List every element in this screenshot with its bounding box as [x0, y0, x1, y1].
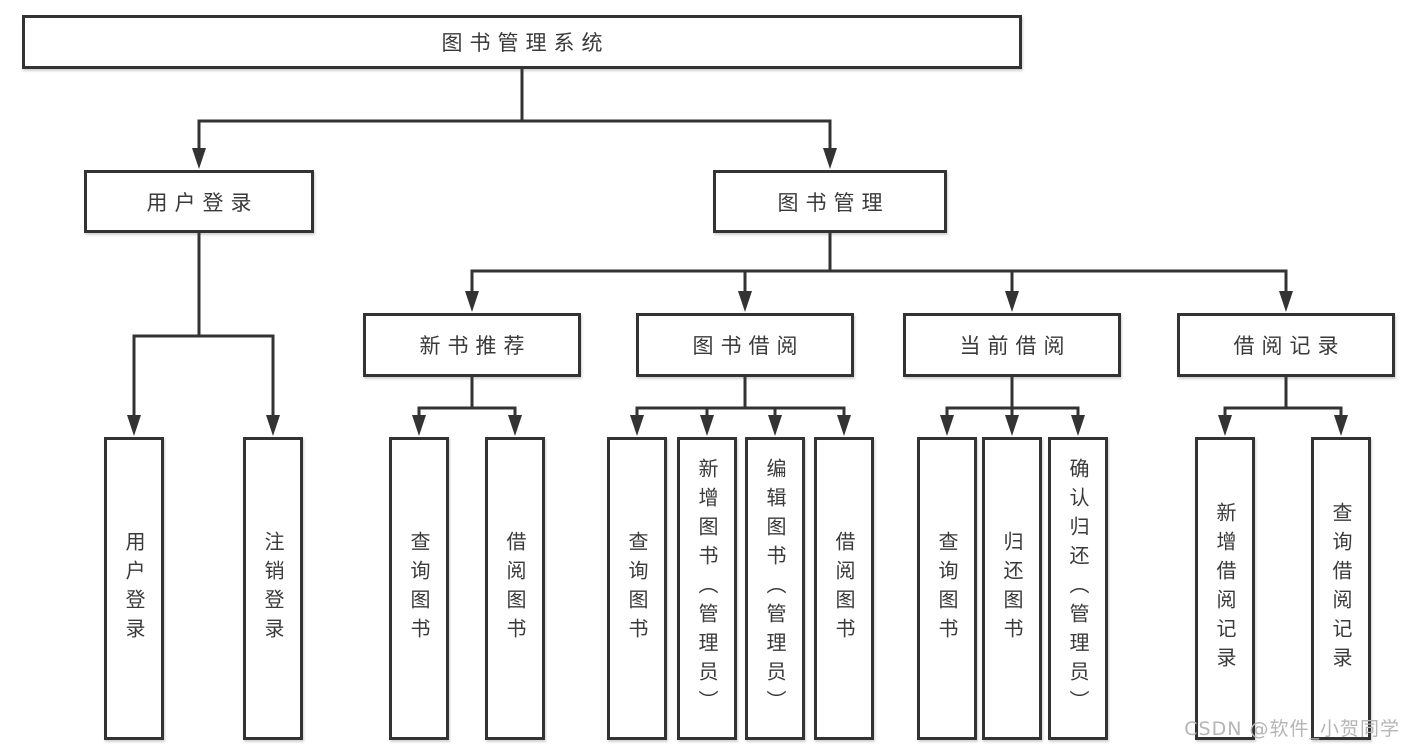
connector-current-borrowing-branch [940, 377, 1085, 436]
leaf-user-login-label: 用户登录 [122, 530, 146, 647]
node-borrowing-records: 借阅记录 [1177, 313, 1395, 377]
leaf-borrow-books-borrow: 借阅图书 [814, 437, 874, 740]
node-book-management-label: 图书管理 [777, 190, 890, 215]
leaf-confirm-return-admin-label: 确认归还（管理员） [1066, 458, 1090, 719]
node-book-borrowing-label: 图书借阅 [692, 334, 805, 358]
node-user-login-label: 用户登录 [146, 190, 259, 215]
leaf-borrow-books-recommend-label: 借阅图书 [503, 530, 527, 647]
node-new-book-recommend: 新书推荐 [363, 313, 581, 377]
node-current-borrowing-label: 当前借阅 [959, 334, 1072, 358]
leaf-edit-books-admin: 编辑图书（管理员） [745, 437, 805, 740]
csdn-watermark: CSDN @软件_小贺同学 [1184, 718, 1400, 740]
connector-root-to-level2 [192, 69, 837, 169]
leaf-query-books-current-label: 查询图书 [935, 530, 959, 647]
leaf-query-books-recommend-label: 查询图书 [407, 530, 431, 647]
node-book-borrowing: 图书借阅 [636, 313, 854, 377]
leaf-add-books-admin-label: 新增图书（管理员） [695, 458, 719, 719]
node-user-login: 用户登录 [84, 170, 314, 233]
node-current-borrowing: 当前借阅 [903, 313, 1121, 377]
leaf-query-books-current: 查询图书 [917, 437, 977, 740]
connector-book-management-branch [465, 233, 1293, 312]
node-root-system: 图书管理系统 [22, 15, 1022, 69]
leaf-query-borrow-record: 查询借阅记录 [1311, 437, 1371, 740]
node-root-system-label: 图书管理系统 [441, 31, 610, 55]
leaf-query-books-borrow: 查询图书 [607, 437, 667, 740]
node-new-book-recommend-label: 新书推荐 [419, 334, 532, 358]
leaf-user-login: 用户登录 [104, 437, 164, 740]
connector-borrowing-records-branch [1218, 377, 1348, 436]
connector-book-borrowing-branch [630, 377, 851, 436]
leaf-add-borrow-record-label: 新增借阅记录 [1213, 501, 1237, 676]
leaf-edit-books-admin-label: 编辑图书（管理员） [763, 458, 787, 719]
leaf-logout-login: 注销登录 [243, 437, 303, 740]
leaf-logout-login-label: 注销登录 [261, 530, 285, 647]
leaf-return-books: 归还图书 [982, 437, 1042, 740]
leaf-query-borrow-record-label: 查询借阅记录 [1329, 501, 1353, 676]
leaf-borrow-books-borrow-label: 借阅图书 [832, 530, 856, 647]
connector-user-login-branch [127, 233, 280, 436]
leaf-query-books-recommend: 查询图书 [389, 437, 449, 740]
leaf-confirm-return-admin: 确认归还（管理员） [1048, 437, 1108, 740]
node-borrowing-records-label: 借阅记录 [1233, 334, 1346, 358]
leaf-return-books-label: 归还图书 [1000, 530, 1024, 647]
connector-new-book-recommend-branch [412, 377, 522, 436]
leaf-query-books-borrow-label: 查询图书 [625, 530, 649, 647]
leaf-add-borrow-record: 新增借阅记录 [1195, 437, 1255, 740]
leaf-add-books-admin: 新增图书（管理员） [677, 437, 737, 740]
leaf-borrow-books-recommend: 借阅图书 [485, 437, 545, 740]
node-book-management: 图书管理 [713, 170, 947, 233]
